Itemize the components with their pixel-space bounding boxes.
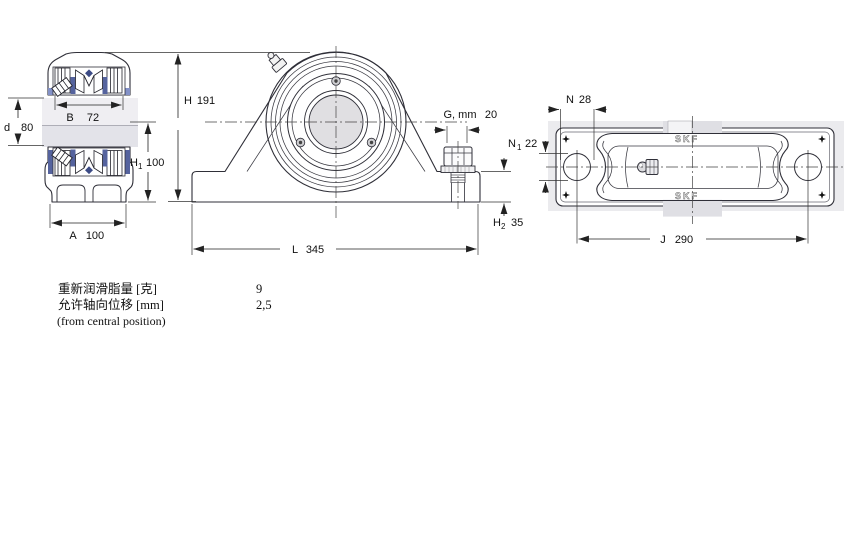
dim-H1-subscript: 1	[138, 162, 143, 171]
dim-B: B 72	[54, 96, 124, 124]
cap-bolts	[295, 76, 377, 148]
note-axial-displacement-label: 允许轴向位移 [mm]	[58, 297, 164, 312]
dim-A-value: 100	[86, 230, 104, 242]
bearing-cap	[47, 51, 131, 96]
notes-block: 重新润滑脂量 [克] 9 允许轴向位移 [mm] 2,5 (from centr…	[57, 281, 272, 328]
dim-J: J 290	[578, 234, 807, 246]
dim-A: A 100	[49, 204, 127, 242]
dim-H-symbol: H	[184, 95, 192, 107]
shaft-lower	[42, 125, 138, 147]
dim-A-symbol: A	[69, 230, 77, 242]
attachment-bolt	[440, 141, 476, 209]
dim-L: L 345	[191, 204, 479, 256]
dim-G-symbol: G, mm	[444, 109, 477, 121]
front-view: G, mm 20 H 191 L 345 H 2	[105, 46, 523, 256]
brand-emboss-bottom: SKF	[675, 191, 699, 201]
dim-G: G, mm 20	[434, 109, 497, 143]
dim-H1-symbol: H	[130, 157, 138, 169]
dim-d: d 80	[4, 97, 44, 146]
top-view: SKF SKF N 28	[508, 94, 844, 246]
dim-N-value: 28	[579, 94, 591, 106]
dim-N-symbol: N	[566, 94, 574, 106]
note-footnote: (from central position)	[57, 314, 166, 328]
dim-d-value: 80	[21, 122, 33, 134]
housing-base-section	[44, 146, 134, 203]
housing-top-outline	[596, 132, 789, 202]
dim-L-symbol: L	[292, 244, 298, 256]
corner-marks	[562, 135, 826, 199]
note-regrease-label: 重新润滑脂量 [克]	[58, 281, 157, 296]
dim-H2-symbol: H	[493, 217, 501, 229]
dim-d-symbol: d	[4, 122, 10, 134]
left-section-view: B 72 d 80 H 1 100 A 100	[4, 51, 164, 242]
housing-silhouette	[191, 51, 481, 203]
dim-J-value: 290	[675, 234, 693, 246]
dim-N1: N 1 22	[508, 138, 568, 193]
brand-emboss-top: SKF	[675, 134, 699, 144]
dim-G-value: 20	[485, 109, 497, 121]
dim-H2-subscript: 2	[501, 222, 506, 231]
dim-H2-value: 35	[511, 217, 523, 229]
dim-H-value: 191	[197, 95, 215, 107]
dim-B-value: 72	[87, 112, 99, 124]
dim-L-value: 345	[306, 244, 324, 256]
dim-B-symbol: B	[66, 112, 73, 124]
base-arch-left	[56, 184, 86, 203]
grease-fitting-front	[267, 51, 287, 73]
note-axial-displacement-value: 2,5	[256, 298, 272, 312]
shaft-band-bottom	[663, 199, 722, 217]
dim-N1-subscript: 1	[517, 143, 522, 152]
dim-N1-symbol: N	[508, 138, 516, 150]
dim-J-symbol: J	[660, 234, 666, 246]
dim-H: H 191	[105, 52, 310, 202]
dim-N: N 28	[548, 94, 607, 160]
dim-H1: H 1 100	[128, 121, 164, 203]
note-regrease-value: 9	[256, 282, 262, 296]
base-arch-right	[92, 184, 122, 203]
dim-H2: H 2 35	[481, 158, 523, 231]
dim-N1-value: 22	[525, 138, 537, 150]
dim-H1-value: 100	[146, 157, 164, 169]
